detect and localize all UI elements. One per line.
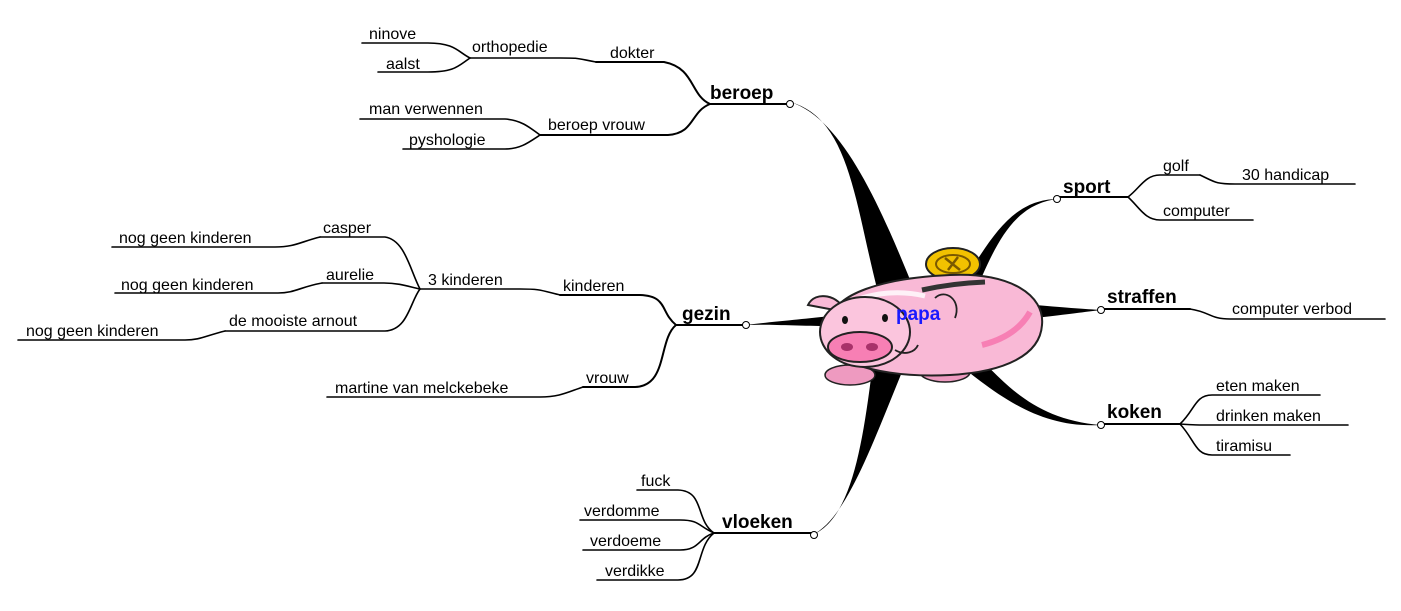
branch-label-sport[interactable]: sport (1063, 177, 1111, 198)
node-pyshologie[interactable]: pyshologie (409, 132, 486, 149)
node-tiramisu[interactable]: tiramisu (1216, 438, 1272, 455)
center-label[interactable]: papa (896, 304, 941, 325)
node-orthopedie[interactable]: orthopedie (472, 39, 548, 56)
node-casper[interactable]: casper (323, 220, 372, 237)
node-3-kinderen[interactable]: 3 kinderen (428, 272, 503, 289)
node-martine[interactable]: martine van melckebeke (335, 380, 509, 397)
node-verdomme[interactable]: verdomme (584, 503, 660, 520)
branch-shape-gezin (745, 316, 830, 326)
node-vrouw[interactable]: vrouw (586, 370, 629, 387)
sub-branch-lines (17, 42, 1386, 581)
branch-label-vloeken[interactable]: vloeken (722, 512, 793, 533)
node-casper-note[interactable]: nog geen kinderen (119, 230, 252, 247)
node-verdikke[interactable]: verdikke (605, 563, 665, 580)
node-beroep-vrouw[interactable]: beroep vrouw (548, 117, 645, 134)
piggy-bank-icon (806, 247, 1044, 386)
node-aalst[interactable]: aalst (386, 56, 420, 73)
branch-shape-sport (955, 199, 1057, 300)
node-dokter[interactable]: dokter (610, 45, 655, 62)
branch-shape-beroep (790, 102, 915, 292)
connector-dots (742, 100, 1105, 539)
branch-label-koken[interactable]: koken (1107, 402, 1162, 423)
node-ninove[interactable]: ninove (369, 26, 416, 43)
node-aurelie[interactable]: aurelie (326, 267, 374, 284)
node-arnout-note[interactable]: nog geen kinderen (26, 323, 159, 340)
coin-icon (925, 247, 981, 281)
node-eten-maken[interactable]: eten maken (1216, 378, 1300, 395)
node-kinderen[interactable]: kinderen (563, 278, 624, 295)
branch-label-straffen[interactable]: straffen (1107, 287, 1177, 308)
node-verdoeme[interactable]: verdoeme (590, 533, 661, 550)
node-aurelie-note[interactable]: nog geen kinderen (121, 277, 254, 294)
node-30-handicap[interactable]: 30 handicap (1242, 167, 1329, 184)
node-golf[interactable]: golf (1163, 158, 1189, 175)
branch-shape-straffen (1035, 305, 1101, 318)
node-man-verwennen[interactable]: man verwennen (369, 101, 483, 118)
node-de-mooiste-arnout[interactable]: de mooiste arnout (229, 313, 358, 330)
node-drinken-maken[interactable]: drinken maken (1216, 408, 1321, 425)
branch-label-gezin[interactable]: gezin (682, 304, 731, 325)
node-computer[interactable]: computer (1163, 203, 1230, 220)
node-fuck[interactable]: fuck (641, 473, 671, 490)
node-computer-verbod[interactable]: computer verbod (1232, 301, 1352, 318)
branch-shape-vloeken (812, 370, 902, 535)
branch-label-beroep[interactable]: beroep (710, 83, 773, 104)
